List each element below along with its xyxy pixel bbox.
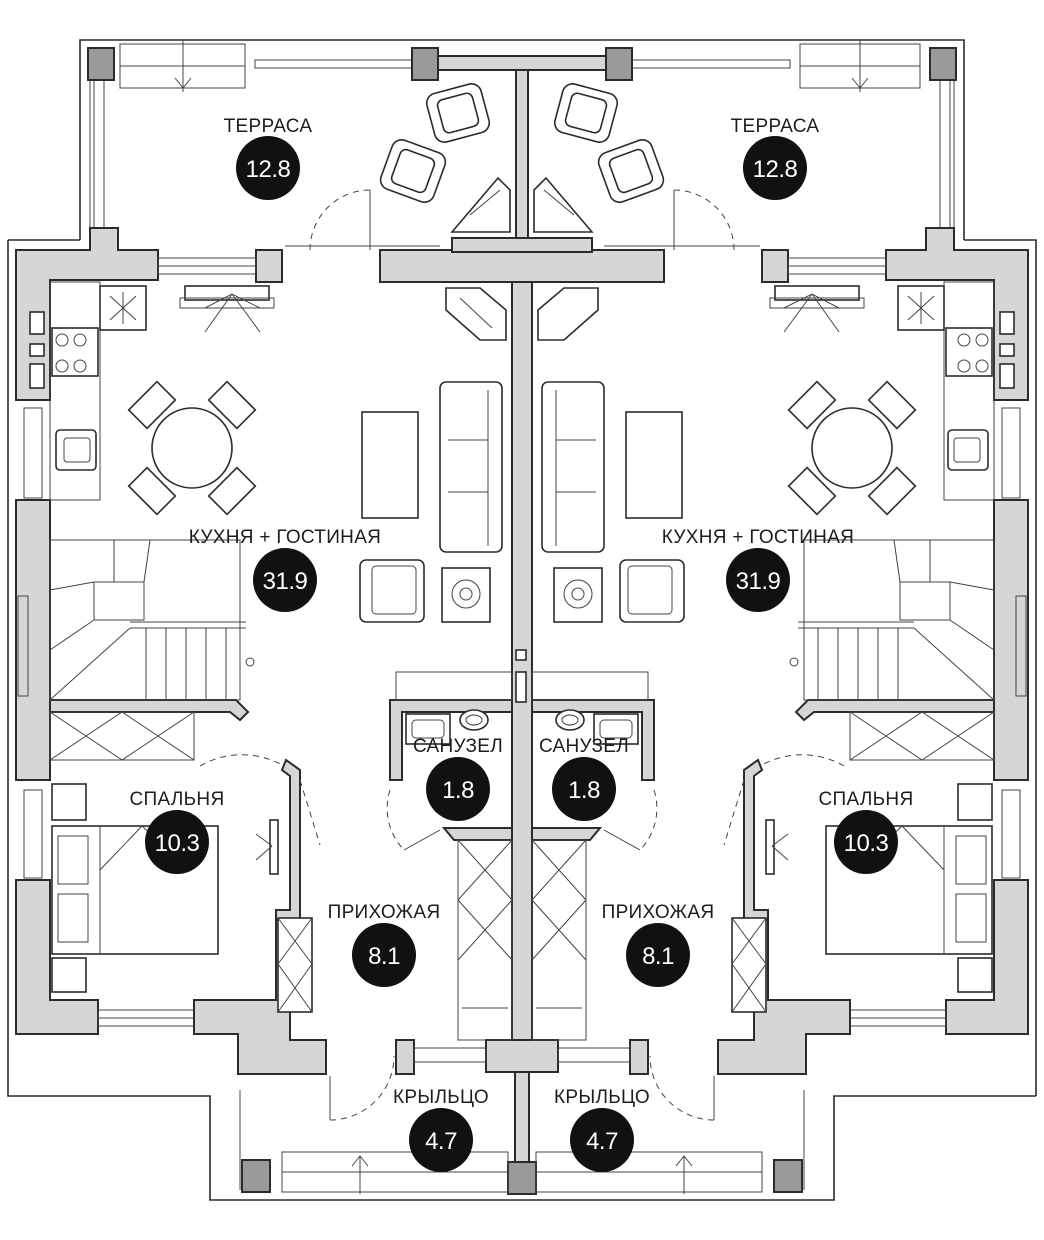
terrace-post-right	[929, 47, 957, 81]
room-porch-right: КРЫЛЬЦО 4.7	[554, 1087, 650, 1172]
area-badge	[352, 923, 416, 987]
room-name: СПАЛЬНЯ	[130, 789, 225, 810]
area-value: 8.1	[642, 943, 674, 970]
walls	[15, 227, 1029, 1195]
area-badge	[409, 1108, 473, 1172]
room-name: КРЫЛЬЦО	[393, 1087, 489, 1108]
room-terrace-right: ТЕРРАСА 12.8	[731, 116, 820, 200]
right-unit-mirror	[531, 281, 1015, 1041]
terrace-chairs-right	[533, 83, 665, 233]
room-bedroom-right: СПАЛЬНЯ 10.3	[819, 789, 914, 874]
room-name: КУХНЯ + ГОСТИНАЯ	[189, 527, 381, 548]
area-value: 31.9	[263, 568, 308, 595]
area-value: 12.8	[753, 156, 798, 183]
area-value: 8.1	[368, 943, 400, 970]
terrace-post-mid-right	[605, 47, 633, 81]
terrace-chairs-left	[379, 83, 511, 233]
room-porch-left: КРЫЛЬЦО 4.7	[393, 1087, 489, 1172]
area-badge	[552, 757, 616, 821]
room-hall-left: ПРИХОЖАЯ 8.1	[328, 902, 441, 987]
area-badge	[253, 548, 317, 612]
area-value: 12.8	[246, 156, 291, 183]
area-value: 1.8	[568, 777, 600, 804]
area-value: 4.7	[586, 1128, 618, 1155]
area-value: 1.8	[442, 777, 474, 804]
room-name: ТЕРРАСА	[731, 116, 820, 137]
area-badge	[626, 923, 690, 987]
area-badge	[726, 548, 790, 612]
room-living-right: КУХНЯ + ГОСТИНАЯ 31.9	[662, 527, 854, 612]
room-name: САНУЗЕЛ	[413, 736, 503, 757]
room-bedroom-left: СПАЛЬНЯ 10.3	[130, 789, 225, 874]
area-badge	[426, 757, 490, 821]
area-badge	[743, 136, 807, 200]
terrace-post-mid-left	[411, 47, 439, 81]
room-bath-left: САНУЗЕЛ 1.8	[413, 736, 503, 821]
room-name: КУХНЯ + ГОСТИНАЯ	[662, 527, 854, 548]
bathroom-left	[386, 649, 527, 1041]
room-terrace-left: ТЕРРАСА 12.8	[224, 116, 313, 200]
room-living-left: КУХНЯ + ГОСТИНАЯ 31.9	[189, 527, 381, 612]
area-value: 10.3	[155, 830, 200, 857]
area-value: 31.9	[736, 568, 781, 595]
room-name: ПРИХОЖАЯ	[602, 902, 715, 923]
room-name: СПАЛЬНЯ	[819, 789, 914, 810]
living-left	[49, 381, 503, 846]
porch-elements	[281, 1055, 763, 1194]
area-badge	[145, 810, 209, 874]
room-name: САНУЗЕЛ	[539, 736, 629, 757]
kitchen-left	[29, 281, 275, 516]
room-hall-right: ПРИХОЖАЯ 8.1	[602, 902, 715, 987]
room-name: ПРИХОЖАЯ	[328, 902, 441, 923]
room-name: КРЫЛЬЦО	[554, 1087, 650, 1108]
terrace-post-left	[87, 47, 115, 81]
area-badge	[570, 1108, 634, 1172]
room-bath-right: САНУЗЕЛ 1.8	[539, 736, 629, 821]
area-badge	[834, 810, 898, 874]
terrace-elements	[87, 40, 957, 251]
fireplace-left	[445, 287, 507, 341]
area-badge	[236, 136, 300, 200]
area-value: 10.3	[844, 830, 889, 857]
area-value: 4.7	[425, 1128, 457, 1155]
room-name: ТЕРРАСА	[224, 116, 313, 137]
